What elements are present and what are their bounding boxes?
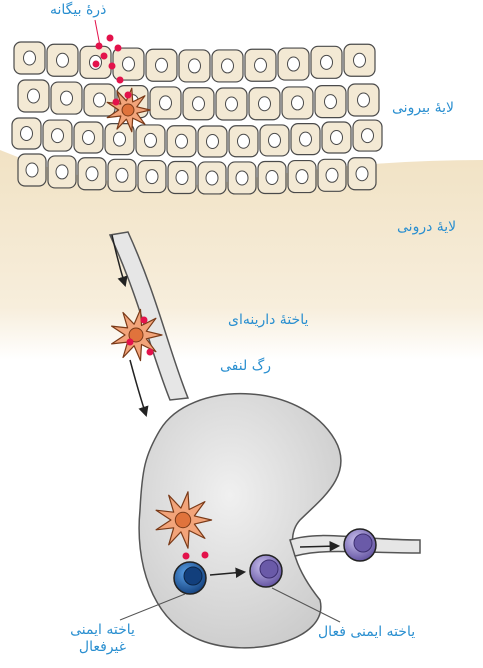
epidermal-cell — [48, 156, 76, 188]
epidermal-cell — [138, 161, 166, 193]
epidermal-cell — [198, 126, 227, 157]
epidermal-cell — [258, 161, 286, 193]
epidermal-cell — [179, 50, 210, 82]
foreign-particle-dot — [96, 43, 103, 50]
epidermal-cell — [216, 88, 247, 120]
foreign-particle-dot — [101, 53, 108, 60]
exit-arrow — [300, 546, 338, 547]
epidermal-cell — [113, 48, 144, 80]
epidermal-cell — [18, 80, 49, 112]
epidermal-cell — [168, 161, 196, 193]
epidermal-cell — [167, 126, 196, 157]
inactive-immune-cell — [174, 562, 206, 594]
epidermal-cell — [322, 122, 351, 153]
epidermal-cell — [311, 46, 342, 78]
foreign-particle-dot — [113, 99, 120, 106]
label-active-immune-cell: یاخته ایمنی فعال — [318, 624, 415, 641]
epidermal-cell — [282, 87, 313, 119]
epidermal-cell — [51, 82, 82, 114]
epidermal-cell — [318, 159, 346, 191]
epidermal-cell — [249, 88, 280, 120]
foreign-particle-dot — [117, 77, 124, 84]
epidermal-cell — [74, 122, 103, 153]
epidermal-cell — [348, 84, 379, 116]
epidermal-cell — [150, 87, 181, 119]
epidermal-cell — [43, 120, 72, 151]
epidermal-cell — [78, 158, 106, 190]
foreign-particle-dot — [202, 552, 209, 559]
foreign-particle-dot — [93, 61, 100, 68]
label-foreign-particle: ذرهٔ بیگانه — [50, 2, 106, 19]
migration-arrow-bottom — [130, 360, 146, 415]
label-inactive-immune-cell: یاخته ایمنی غیرفعال — [55, 622, 150, 656]
label-dendritic-cell: یاختهٔ دارینه‌ای — [228, 312, 308, 329]
epidermal-cell — [14, 42, 45, 74]
epidermal-cell — [291, 124, 320, 155]
foreign-particle-dot — [107, 35, 114, 42]
epidermal-cell — [198, 162, 226, 194]
epidermal-cell — [146, 49, 177, 81]
foreign-particle-dot — [125, 92, 132, 99]
leader-particle — [95, 20, 100, 46]
foreign-particle-dot — [127, 339, 134, 346]
epidermal-cell — [229, 126, 258, 157]
foreign-particle-dot — [183, 553, 190, 560]
label-outer-layer: لایهٔ بیرونی — [392, 100, 454, 117]
epidermal-cell — [353, 120, 382, 151]
epidermal-cell — [315, 86, 346, 118]
epidermal-cell — [348, 158, 376, 190]
foreign-particle-dot — [115, 45, 122, 52]
foreign-particle-dot — [109, 63, 116, 70]
epidermal-cell — [84, 84, 115, 116]
epidermal-cell — [183, 88, 214, 120]
foreign-particle-dot — [147, 349, 154, 356]
epidermal-cell — [288, 161, 316, 193]
epidermal-cell — [105, 124, 134, 155]
epidermal-cell — [260, 125, 289, 156]
epidermal-cell — [108, 159, 136, 191]
epidermal-cell — [47, 44, 78, 76]
epidermal-cell — [18, 154, 46, 186]
epidermal-cell — [12, 118, 41, 149]
active-immune-cell-leaving — [344, 529, 376, 561]
epidermal-cell — [278, 48, 309, 80]
active-immune-cell-in-node — [250, 555, 282, 587]
label-inner-layer: لایهٔ درونی — [397, 219, 456, 236]
label-lymph-vessel: رگ لنفی — [220, 358, 271, 375]
label-inactive-line2: غیرفعال — [55, 639, 150, 656]
epidermal-cell — [245, 49, 276, 81]
foreign-particle-dot — [141, 317, 148, 324]
epidermal-cell — [344, 44, 375, 76]
label-inactive-line1: یاخته ایمنی — [55, 622, 150, 639]
epidermal-cell — [212, 50, 243, 82]
epidermal-cell — [136, 125, 165, 156]
epidermal-cell — [228, 162, 256, 194]
outer-layer-cells — [12, 42, 382, 194]
